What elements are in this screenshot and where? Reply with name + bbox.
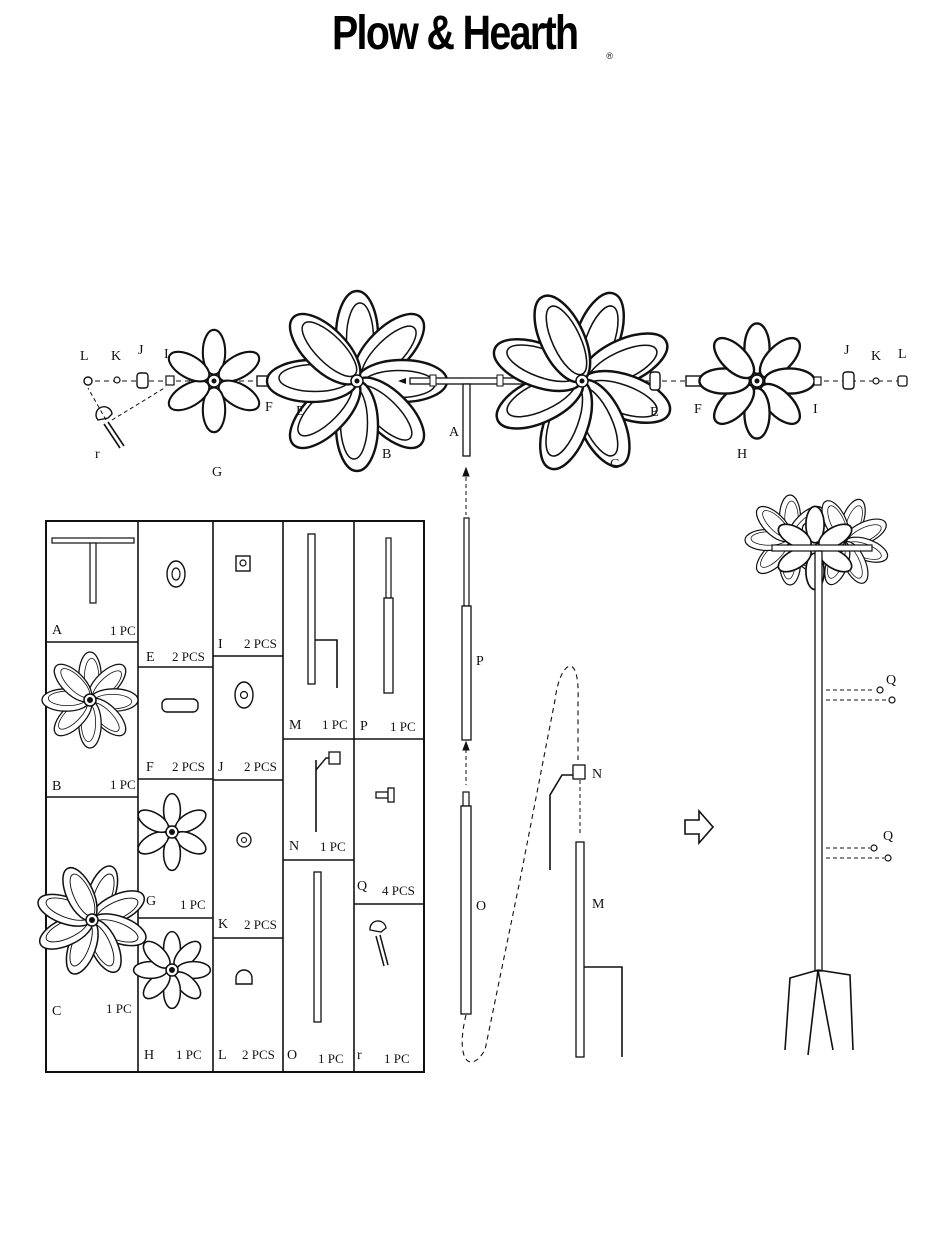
part-b-letter: B: [52, 779, 61, 794]
label-h: H: [737, 447, 747, 462]
part-b-qty: 1 PC: [110, 777, 136, 792]
part-k-washer-left: [114, 377, 120, 383]
part-k-qty: 2 PCS: [244, 917, 277, 932]
part-j-letter: J: [218, 760, 224, 775]
label-j-left: J: [138, 343, 144, 358]
part-e-qty: 2 PCS: [172, 649, 205, 664]
part-l-nut-right: [898, 376, 907, 386]
part-l-nut-left: [84, 377, 92, 385]
label-a: A: [449, 425, 460, 440]
part-n-qty: 1 PC: [320, 839, 346, 854]
label-b: B: [382, 447, 391, 462]
part-m-qty: 1 PC: [322, 717, 348, 732]
part-f-letter: F: [146, 760, 154, 775]
label-l-right: L: [898, 347, 907, 362]
label-o: O: [476, 899, 486, 914]
part-a-letter: A: [52, 623, 63, 638]
label-k-right: K: [871, 349, 881, 364]
part-l-letter: L: [218, 1048, 227, 1063]
table-part-q-drawing: [376, 788, 394, 802]
label-p: P: [476, 654, 484, 669]
label-c: C: [610, 457, 619, 472]
part-m-letter: M: [289, 718, 302, 733]
pole-o: [461, 806, 471, 1014]
label-j-right: J: [844, 343, 850, 358]
part-j-spacer-right: [843, 372, 854, 389]
pole-p-bottom: [462, 606, 471, 740]
table-part-b-drawing: [42, 652, 138, 748]
exploded-assembly: L K J I r G F E B A C E F H I J K L: [80, 286, 907, 480]
label-m: M: [592, 897, 605, 912]
part-j-spacer-left: [137, 373, 148, 388]
table-part-k-drawing: [237, 833, 251, 847]
part-q-letter: Q: [357, 879, 367, 894]
table-part-i-drawing: [236, 556, 250, 571]
pole-assembly: P O N M: [461, 468, 622, 1062]
part-e-bushing-right: [650, 372, 660, 390]
assembled-spinner: Q Q: [745, 495, 896, 1055]
part-l-qty: 2 PCS: [242, 1047, 275, 1062]
label-q-lower: Q: [883, 829, 893, 844]
table-part-n-drawing: [316, 752, 340, 832]
label-f-right: F: [694, 402, 702, 417]
table-part-r-drawing: [370, 921, 388, 966]
part-g-letter: G: [146, 894, 156, 909]
part-a-qty: 1 PC: [110, 623, 136, 638]
pole-p-top: [464, 518, 469, 606]
table-part-m-drawing: [308, 534, 337, 688]
part-n-letter: N: [289, 839, 299, 854]
table-part-c-drawing: [34, 862, 150, 978]
part-h-letter: H: [144, 1048, 154, 1063]
label-f-left: F: [265, 400, 273, 415]
part-k-washer-right: [873, 378, 879, 384]
part-i-letter: I: [218, 637, 223, 652]
part-e-letter: E: [146, 650, 155, 665]
label-k-left: K: [111, 349, 121, 364]
result-arrow: [685, 811, 713, 843]
part-g-qty: 1 PC: [180, 897, 206, 912]
label-i-left: I: [164, 347, 169, 362]
part-r-wrench: [96, 407, 124, 448]
label-g: G: [212, 465, 222, 480]
part-q-qty: 4 PCS: [382, 883, 415, 898]
table-part-g-drawing: [135, 794, 210, 871]
label-n: N: [592, 767, 602, 782]
table-part-h-drawing: [134, 932, 211, 1009]
label-q-upper: Q: [886, 673, 896, 688]
table-part-e-drawing: [167, 561, 185, 587]
table-part-p-drawing: [384, 538, 393, 693]
part-r-qty: 1 PC: [384, 1051, 410, 1066]
part-p-qty: 1 PC: [390, 719, 416, 734]
label-e-left: E: [296, 404, 305, 419]
table-part-o-drawing: [314, 872, 321, 1022]
part-c-letter: C: [52, 1004, 61, 1019]
label-i-right: I: [813, 402, 818, 417]
part-i-nut-left: [166, 376, 174, 385]
part-f-qty: 2 PCS: [172, 759, 205, 774]
part-r-letter: r: [357, 1048, 362, 1063]
part-h-qty: 1 PC: [176, 1047, 202, 1062]
part-k-letter: K: [218, 917, 228, 932]
label-r: r: [95, 447, 100, 462]
part-p-letter: P: [360, 719, 368, 734]
parts-table: [46, 521, 424, 1072]
table-part-a-drawing: [52, 538, 134, 603]
table-part-j-drawing: [235, 682, 253, 708]
part-o-qty: 1 PC: [318, 1051, 344, 1066]
part-c-qty: 1 PC: [106, 1001, 132, 1016]
label-e-right: E: [650, 405, 659, 420]
table-part-l-drawing: [236, 970, 252, 984]
part-i-nut-right: [814, 377, 821, 385]
part-o-letter: O: [287, 1048, 297, 1063]
part-j-qty: 2 PCS: [244, 759, 277, 774]
stake-m: [576, 842, 622, 1057]
part-h-spinner-small: [699, 323, 814, 438]
table-part-f-drawing: [162, 699, 198, 712]
label-l-left: L: [80, 349, 89, 364]
part-i-qty: 2 PCS: [244, 636, 277, 651]
